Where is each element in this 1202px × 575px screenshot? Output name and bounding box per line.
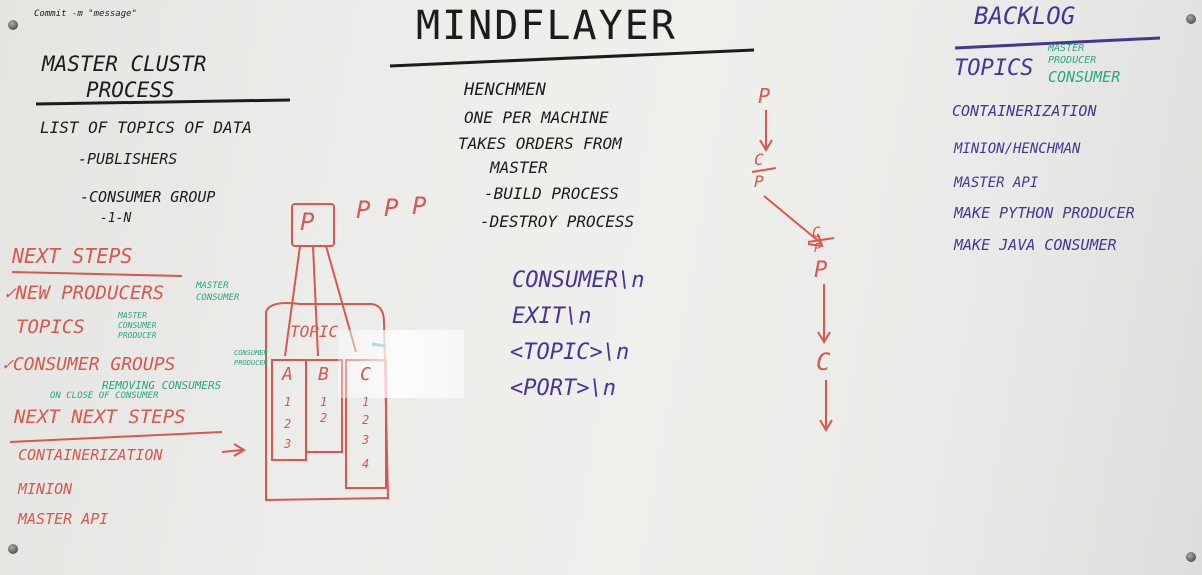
backlog-topics: TOPICS: [954, 56, 1034, 81]
commit-note: Commit -m "message": [34, 9, 137, 19]
next-next-steps-underline: [9, 431, 223, 443]
magnet: [1186, 552, 1196, 562]
next-steps-heading: NEXT STEPS: [12, 244, 133, 268]
producer-label: P: [412, 192, 427, 220]
henchmen-line5: -DESTROY PROCESS: [480, 212, 635, 231]
containerization-arrow: [221, 443, 246, 457]
partition-b-item: 2: [320, 411, 328, 425]
nn-containerization: CONTAINERIZATION: [18, 446, 163, 464]
next-next-steps-heading: NEXT NEXT STEPS: [14, 406, 186, 428]
partition-a-item: 3: [284, 437, 292, 451]
step3-note-b: PRODUCER: [234, 359, 268, 367]
step3-note-a: CONSUMER: [234, 349, 268, 357]
step1-note-b: CONSUMER: [196, 293, 240, 303]
step3-note-c: REMOVING CONSUMERS: [102, 379, 222, 392]
flow-c-final: C: [816, 348, 831, 376]
step3-note-d: ON CLOSE OF CONSUMER: [50, 391, 159, 401]
flow-arrow-3: [817, 284, 831, 344]
partition-a-item: 1: [284, 395, 292, 409]
left-item1a: -PUBLISHERS: [78, 150, 178, 168]
henchmen-line3: MASTER: [490, 158, 548, 177]
henchmen-line4: -BUILD PROCESS: [484, 184, 619, 203]
backlog-title: BACKLOG: [974, 2, 1076, 30]
left-heading-line1: MASTER CLUSTR: [42, 52, 207, 76]
backlog-topics-note-c: CONSUMER: [1048, 68, 1121, 86]
henchmen-heading: HENCHMEN: [464, 80, 546, 100]
protocol-line: EXIT\n: [512, 304, 592, 329]
step-new-producers: ✓NEW PRODUCERS: [4, 282, 165, 304]
flow-cp2-c: C: [812, 225, 821, 241]
step2-note-b: CONSUMER: [118, 321, 157, 330]
step1-note-a: MASTER: [196, 281, 229, 291]
protocol-line: CONSUMER\n: [512, 268, 645, 293]
backlog-item: MINION/HENCHMAN: [954, 141, 1081, 157]
flow-arrow-4: [819, 380, 833, 432]
producer-link-b: [312, 245, 319, 357]
partition-a-item: 2: [284, 417, 292, 431]
partition-b-label: B: [318, 364, 329, 385]
partition-c-item: 3: [362, 433, 370, 447]
partition-c-item: 4: [362, 457, 370, 471]
next-steps-underline: [11, 271, 183, 277]
producer-label-boxed: P: [300, 208, 315, 236]
henchmen-line2: TAKES ORDERS FROM: [458, 134, 622, 153]
flow-arrow-1: [759, 110, 773, 152]
backlog-underline: [954, 36, 1161, 50]
partition-b-item: 1: [320, 395, 328, 409]
backlog-item: MAKE JAVA CONSUMER: [954, 236, 1117, 254]
step-consumer-groups: ✓CONSUMER GROUPS: [2, 354, 176, 375]
left-item1c: -1-N: [100, 211, 132, 226]
backlog-topics-note-b: PRODUCER: [1048, 55, 1097, 66]
step-topics: TOPICS: [16, 316, 85, 338]
producer-label: P: [384, 194, 399, 222]
flow-p1: P: [758, 84, 771, 108]
magnet: [8, 544, 18, 554]
partition-c-item: 1: [362, 395, 370, 409]
board-title: MINDFLAYER: [416, 3, 677, 49]
partition-c-label: C: [360, 364, 371, 385]
step2-note-c: PRODUCER: [118, 331, 157, 340]
step2-note-a: MASTER: [118, 311, 147, 320]
left-item1b: -CONSUMER GROUP: [80, 188, 216, 206]
nn-minion: MINION: [18, 480, 73, 498]
flow-cp2-p: P: [814, 241, 822, 255]
flow-cp1-p: P: [754, 172, 764, 191]
flow-dividers: [751, 167, 835, 243]
partition-c-item: 2: [362, 413, 370, 427]
flow-arrow-2: [763, 195, 824, 248]
magnet: [8, 20, 18, 30]
left-item1: LIST OF TOPICS OF DATA: [40, 118, 252, 137]
topic-box: [265, 302, 390, 502]
left-heading-line2: PROCESS: [86, 78, 175, 102]
protocol-line: <TOPIC>\n: [510, 340, 630, 365]
producer-label: P: [356, 196, 371, 224]
henchmen-line1: ONE PER MACHINE: [464, 108, 609, 127]
topic-label: TOPIC: [290, 322, 339, 341]
producer-link-a: [284, 245, 301, 357]
protocol-line: <PORT>\n: [510, 376, 616, 401]
left-heading-underline: [35, 98, 291, 106]
title-underline: [389, 48, 755, 68]
flow-arrows: [751, 110, 835, 432]
backlog-item: MASTER API: [954, 175, 1039, 191]
flow-p2: P: [814, 258, 828, 283]
light-glare: [338, 330, 464, 398]
magnet: [1186, 14, 1196, 24]
partition-b-box: [305, 359, 343, 453]
partition-a-label: A: [282, 364, 293, 385]
nn-master-api: MASTER API: [18, 510, 109, 528]
flow-cp1-c: C: [754, 150, 764, 169]
backlog-item: MAKE PYTHON PRODUCER: [954, 204, 1135, 222]
topic-diagram: [265, 203, 390, 502]
backlog-item: CONTAINERIZATION: [952, 102, 1097, 120]
backlog-topics-note-a: MASTER: [1048, 43, 1085, 54]
